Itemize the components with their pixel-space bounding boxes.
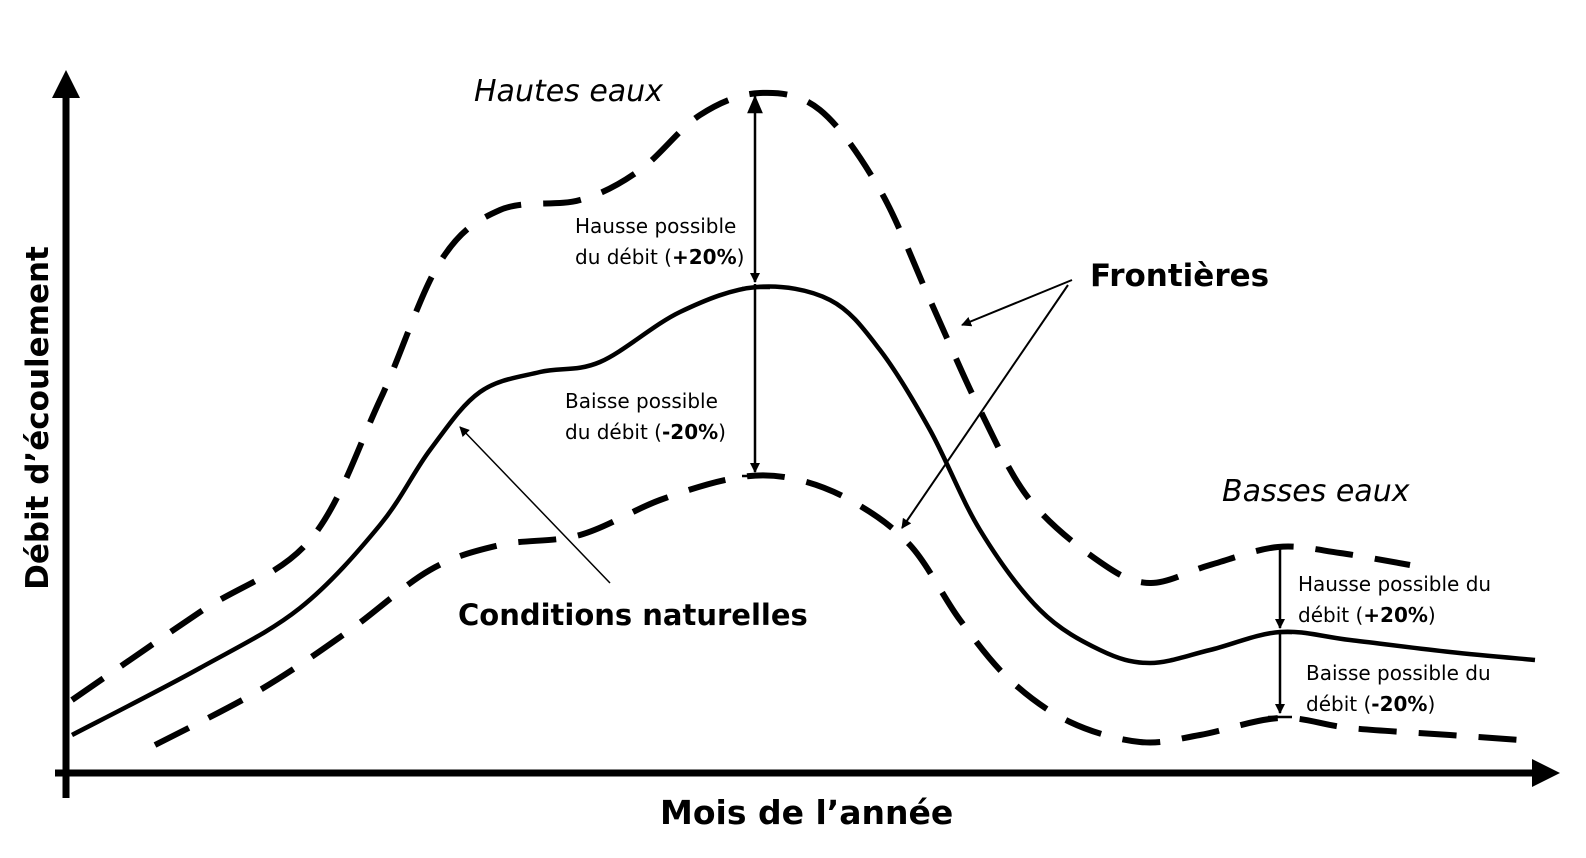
y-axis-arrowhead [52, 70, 80, 98]
note-line: Baisse possible [565, 389, 718, 413]
upper-boundary-curve [70, 89, 1411, 703]
peak-range-arrows [742, 94, 770, 478]
x-axis-arrowhead [1532, 759, 1560, 787]
note-line: débit (+20%) [1298, 603, 1436, 627]
peak-increase-note: Hausse possible du débit (+20%) [575, 211, 744, 273]
note-line: du débit (+20%) [575, 245, 745, 269]
peak-decrease-note: Baisse possible du débit (-20%) [565, 386, 726, 448]
basses-eaux-label: Basses eaux [1222, 474, 1410, 509]
y-axis-label: Débit d’écoulement [20, 246, 56, 590]
conditions-pointer [459, 426, 611, 584]
lower-boundary-curve [153, 472, 1521, 748]
frontieres-pointers [901, 279, 1073, 529]
note-line: du débit (-20%) [565, 420, 726, 444]
hautes-eaux-label: Hautes eaux [474, 74, 663, 109]
note-line: Hausse possible du [1298, 572, 1492, 596]
low-increase-note: Hausse possible du débit (+20%) [1298, 569, 1491, 631]
low-decrease-note: Baisse possible du débit (-20%) [1306, 658, 1491, 720]
conditions-naturelles-label: Conditions naturelles [458, 598, 808, 632]
note-line: débit (-20%) [1306, 692, 1436, 716]
note-line: Baisse possible du [1306, 661, 1491, 685]
low-range-arrows [1268, 546, 1292, 719]
x-axis-label: Mois de l’année [660, 793, 954, 832]
frontieres-label: Frontières [1090, 258, 1270, 294]
note-line: Hausse possible [575, 214, 737, 238]
natural-conditions-curve [70, 284, 1536, 737]
